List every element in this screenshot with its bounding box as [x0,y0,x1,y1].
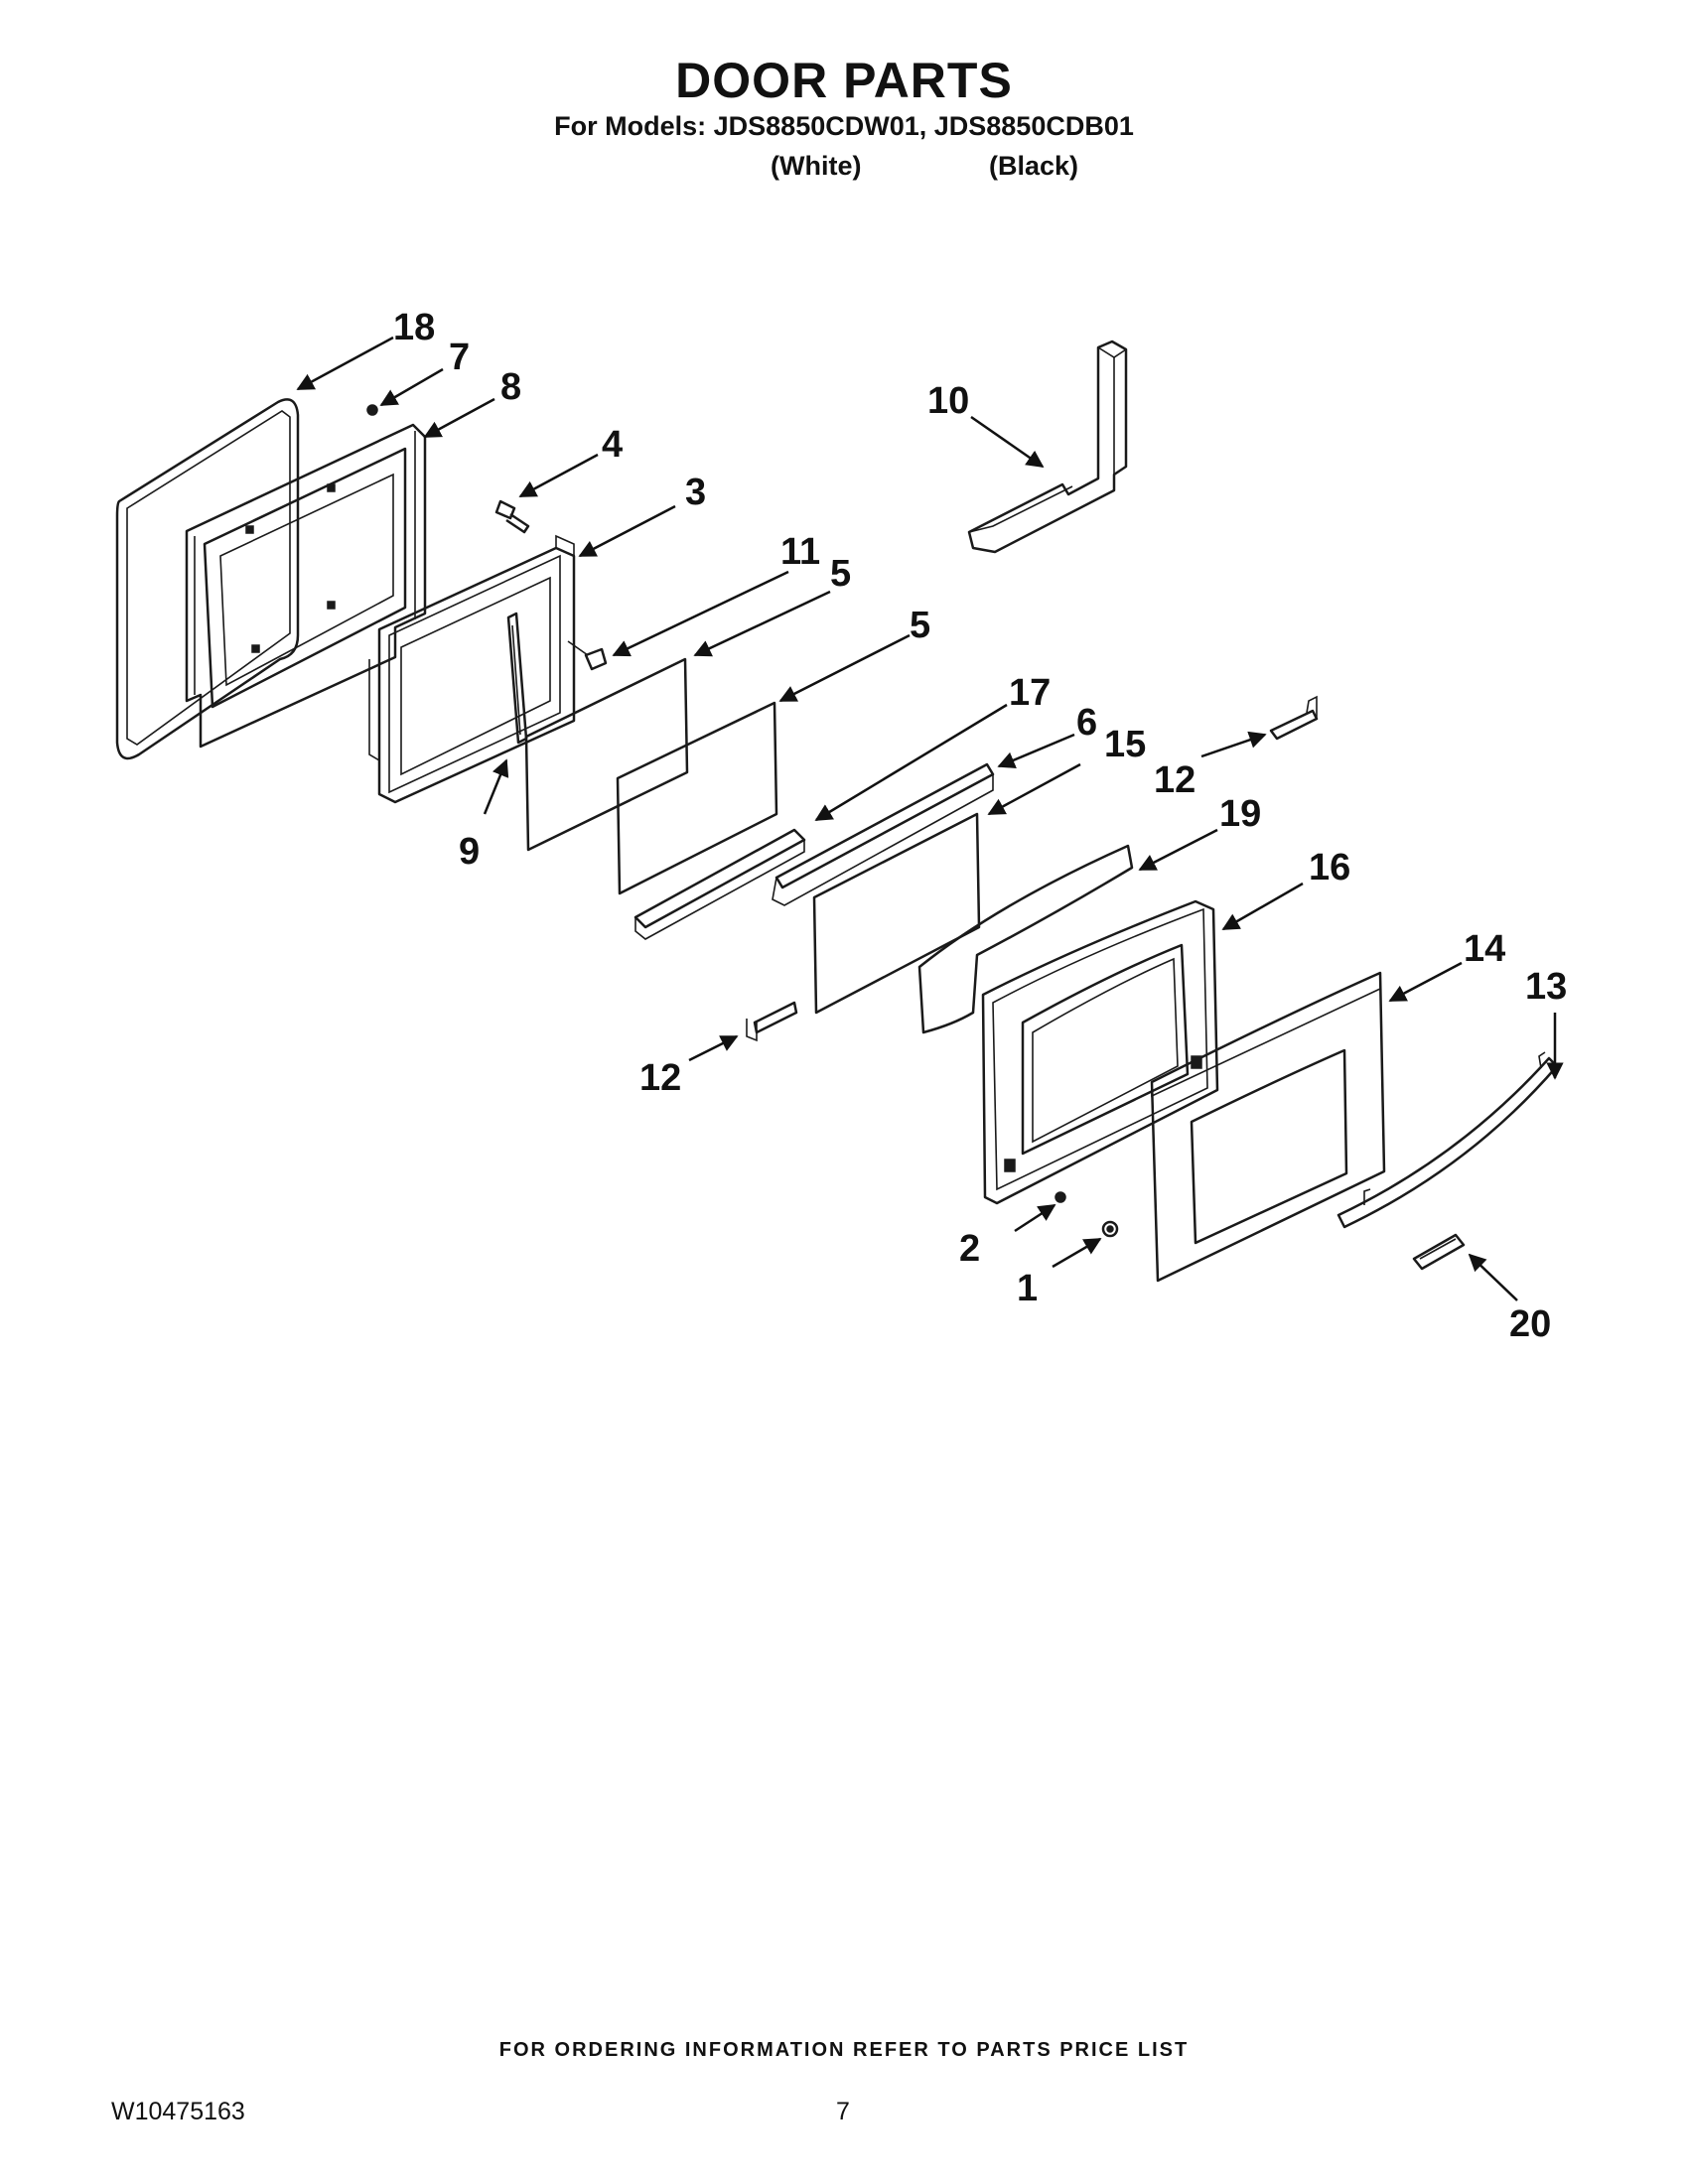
callout-19: 19 [1219,793,1261,835]
leader-6 [997,733,1075,768]
callout-14: 14 [1464,928,1505,970]
callout-12-lower: 12 [639,1057,681,1099]
part-8-inner-door-liner [185,423,427,749]
callout-labels: 18 7 8 4 3 11 5 5 10 9 17 6 15 12 19 16 … [393,307,1567,1345]
callout-9: 9 [459,831,480,873]
leader-11 [612,570,789,657]
callout-1: 1 [1017,1268,1038,1309]
callout-10: 10 [927,380,969,422]
callout-5b: 5 [910,605,930,646]
callout-6: 6 [1076,702,1097,744]
page-title: DOOR PARTS [675,53,1013,108]
leader-2 [1014,1203,1056,1233]
callout-15: 15 [1104,724,1146,765]
part-13-handle [1336,1051,1559,1229]
models-line: For Models: JDS8850CDW01, JDS8850CDB01 [554,111,1134,141]
callout-12-upper: 12 [1154,759,1196,801]
callout-13: 13 [1525,966,1567,1008]
callout-17: 17 [1009,672,1051,714]
part-5-glass-outer [616,701,778,895]
leader-18 [296,336,394,391]
part-9-glass-bracket [506,612,528,745]
callout-3: 3 [685,472,706,513]
ordering-note: FOR ORDERING INFORMATION REFER TO PARTS … [498,2039,1190,2061]
leader-17 [814,703,1008,822]
part-6-trim-strip [772,762,995,906]
part-4-screw [494,499,530,534]
callout-4: 4 [602,424,623,466]
part-7-nut [366,404,378,416]
part-16-outer-door-frame [981,899,1219,1205]
leader-lines [296,336,1564,1301]
leader-4 [518,453,599,498]
part-12-clip-upper [1269,695,1319,741]
callout-20: 20 [1509,1303,1551,1345]
part-11-screw [567,640,608,671]
leader-12-upper [1200,731,1267,758]
document-id: W10475163 [111,2098,245,2125]
callout-18: 18 [393,307,435,348]
callout-7: 7 [449,337,470,378]
leader-8 [423,397,495,439]
leader-7 [379,367,444,407]
part-17-glass-channel [633,828,806,940]
callout-5a: 5 [830,553,851,595]
part-14-outer-panel [1150,971,1386,1283]
part-3-inner-panel [368,534,576,804]
leader-1 [1052,1237,1102,1269]
part-18-gasket [115,398,300,760]
part-19-door-spacer [917,844,1134,1034]
leader-3 [578,504,676,558]
leader-20 [1468,1253,1518,1301]
leader-9 [483,758,509,815]
leader-5a [693,590,831,657]
leader-19 [1138,828,1218,872]
callout-16: 16 [1309,847,1350,888]
variant-black: (Black) [989,151,1079,181]
leader-5b [778,633,911,703]
part-15-insulation [812,812,981,1015]
callout-8: 8 [500,366,521,408]
callout-2: 2 [959,1228,980,1270]
leader-12-lower [688,1034,739,1062]
leader-10 [970,415,1045,469]
part-2-fastener [1055,1191,1066,1203]
part-12-clip-lower [746,1001,798,1042]
part-20-end-cap [1412,1233,1466,1271]
leader-15 [987,762,1081,816]
part-10-vent-duct [967,340,1128,554]
leader-16 [1221,882,1304,931]
callout-11: 11 [780,531,820,573]
page-number: 7 [836,2098,850,2125]
leader-14 [1388,961,1463,1003]
variant-white: (White) [771,151,862,181]
part-5-glass-inner [524,657,689,852]
part-1-fastener [1101,1220,1119,1238]
